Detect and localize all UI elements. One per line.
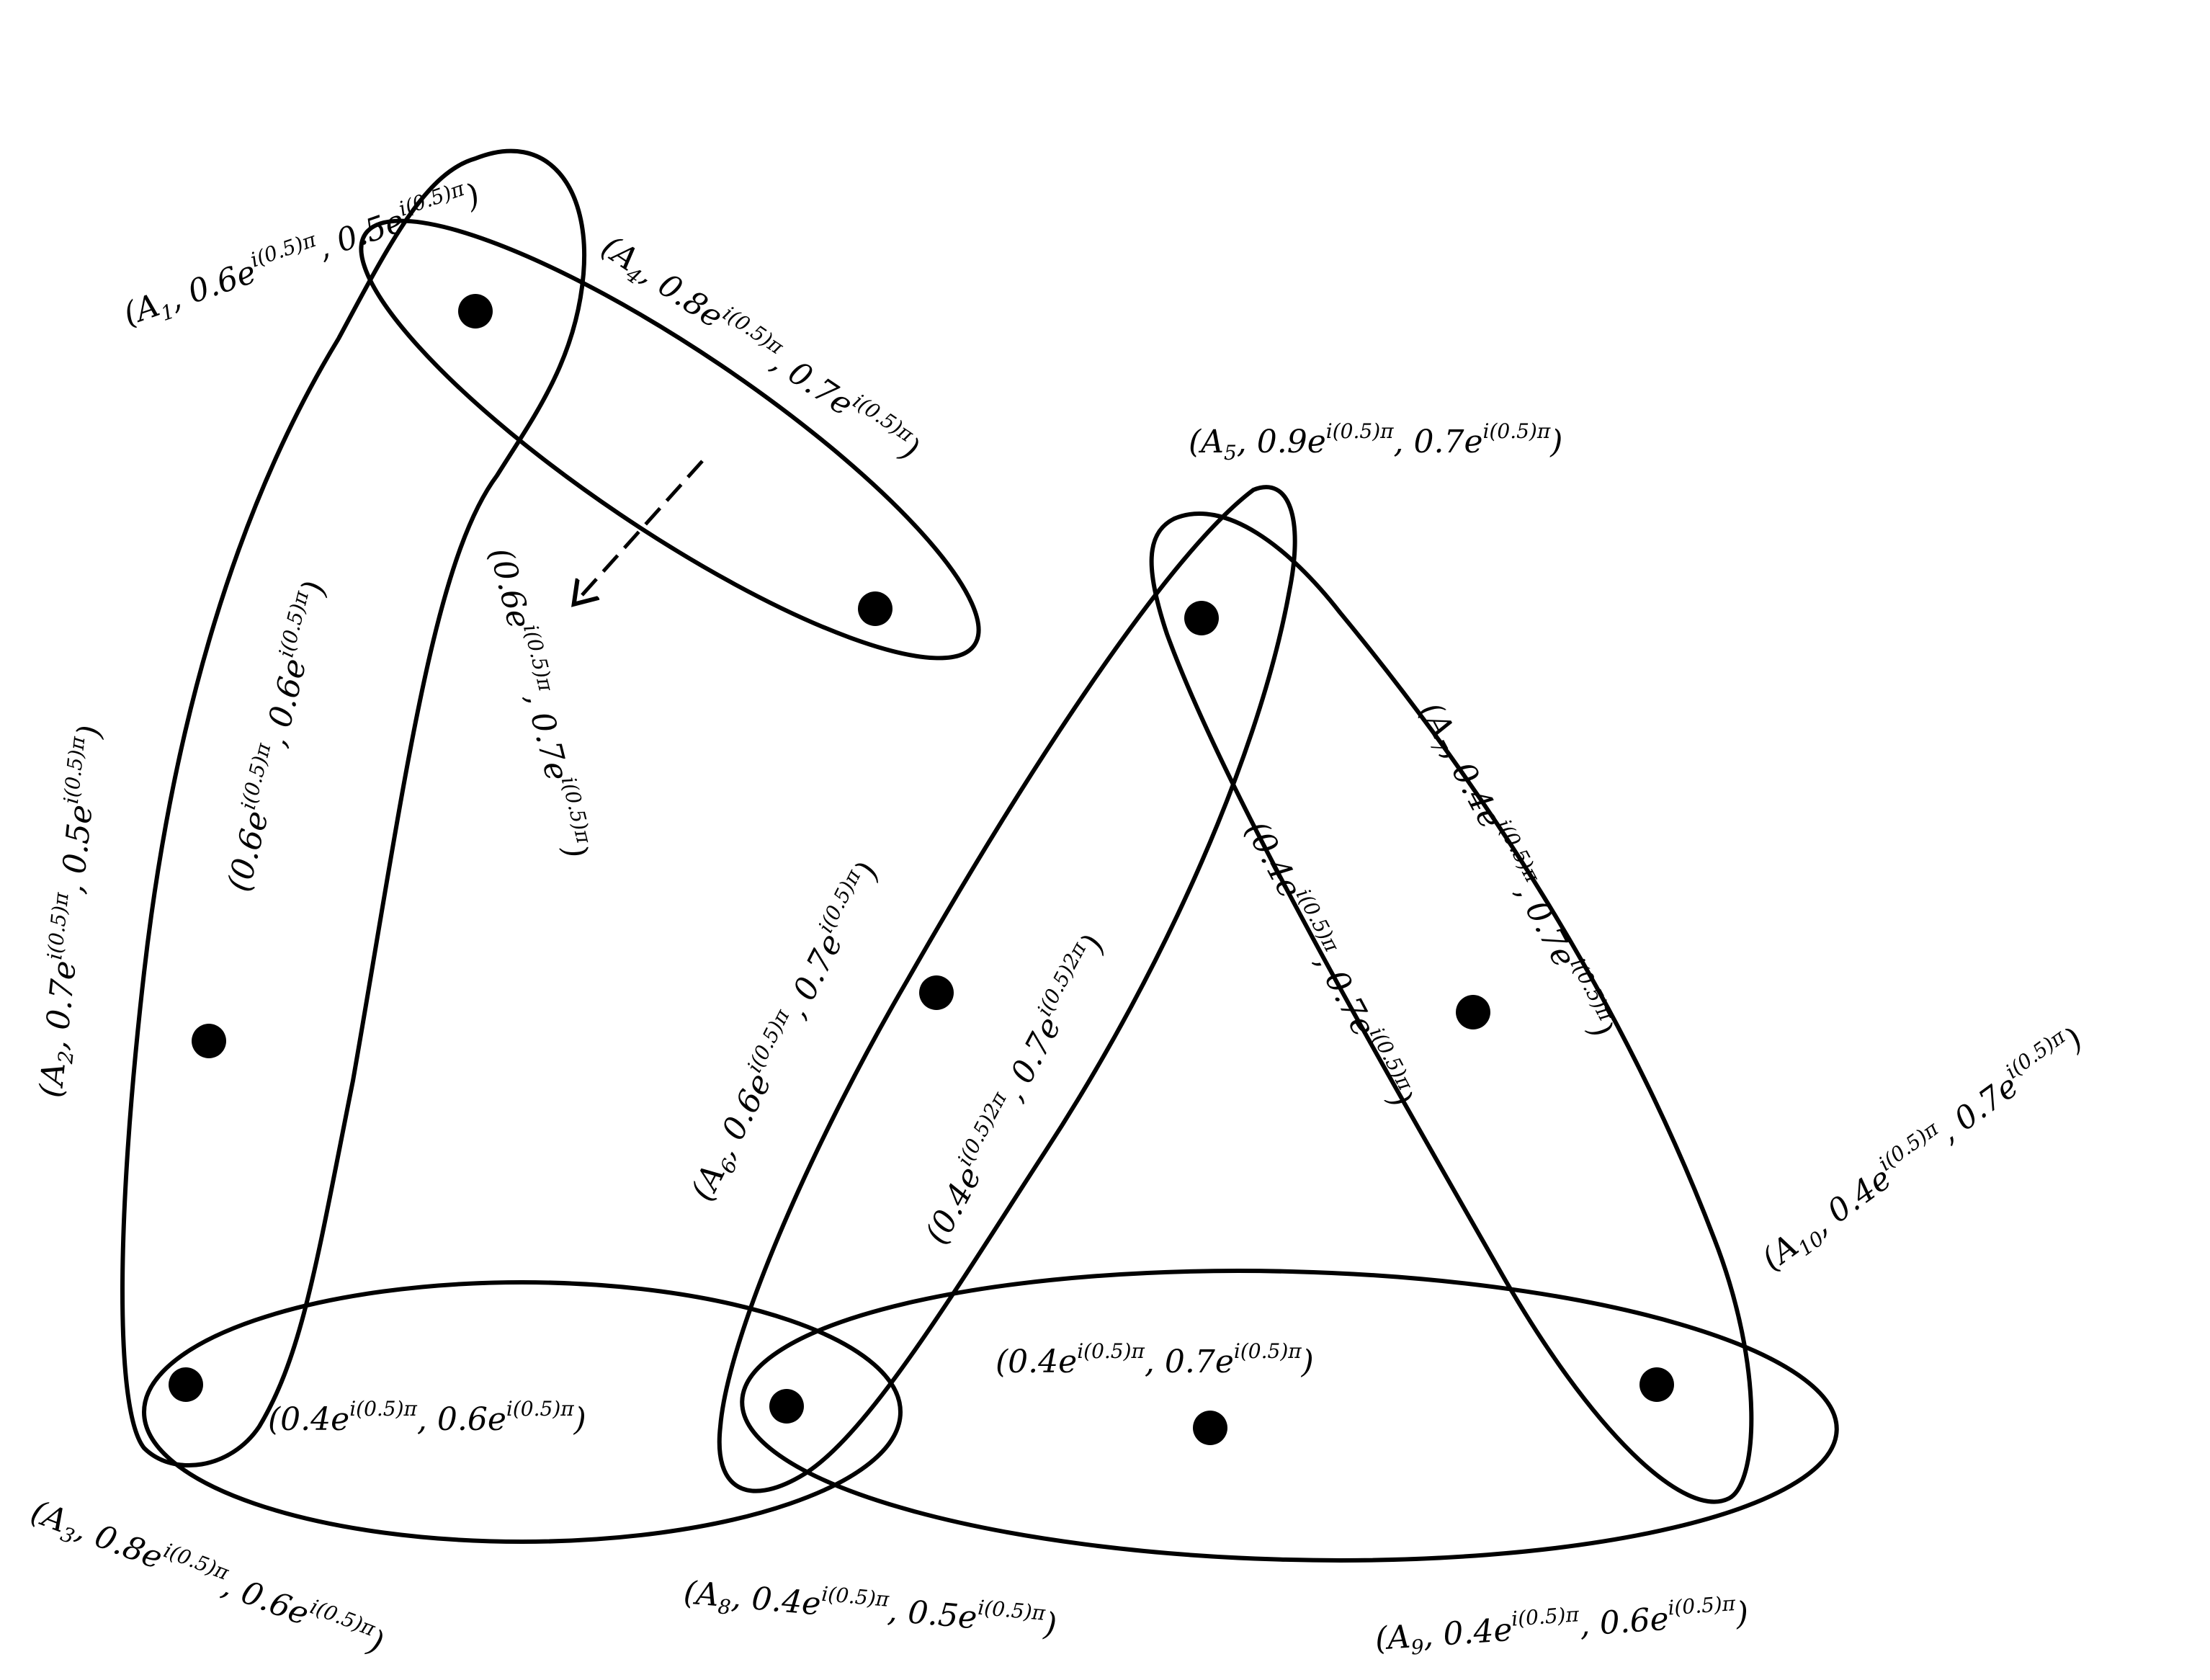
vertex-a9	[1193, 1411, 1227, 1445]
label-a3: (A3, 0.8ei(0.5)π, 0.6ei(0.5)π)	[24, 1489, 390, 1666]
label-a1: (A1, 0.6ei(0.5)π, 0.5ei(0.5)π)	[117, 172, 486, 337]
dashed-arrow	[576, 460, 704, 602]
vertex-labels: (A1, 0.6ei(0.5)π, 0.5ei(0.5)π) (A4, 0.8e…	[24, 172, 2093, 1666]
label-a10: (A10, 0.4ei(0.5)π, 0.7ei(0.5)π)	[1753, 1017, 2093, 1282]
vertex-a5	[1184, 601, 1219, 635]
label-edge-a8-a9-a10: (0.4ei(0.5)π, 0.7ei(0.5)π)	[996, 1339, 1314, 1380]
label-edge-a1-a4: (0.6ei(0.5)π, 0.7ei(0.5)π)	[482, 543, 599, 862]
vertex-a7	[1456, 995, 1490, 1029]
label-edge-a1-a2-a3: (0.6ei(0.5)π, 0.6ei(0.5)π)	[216, 576, 333, 895]
vertex-a4	[858, 591, 892, 626]
label-edge-a5-a7-a10: (0.4ei(0.5)π, 0.7ei(0.5)π)	[1238, 813, 1423, 1113]
label-a8: (A8, 0.4ei(0.5)π, 0.5ei(0.5)π)	[682, 1570, 1059, 1648]
vertices	[169, 294, 1674, 1445]
label-a4: (A4, 0.8ei(0.5)π, 0.7ei(0.5)π)	[592, 225, 928, 472]
label-a2: (A2, 0.7ei(0.5)π, 0.5ei(0.5)π)	[28, 723, 112, 1100]
vertex-a2	[192, 1024, 226, 1058]
vertex-a3	[169, 1367, 203, 1402]
label-a9: (A9, 0.4ei(0.5)π, 0.6ei(0.5)π)	[1374, 1591, 1750, 1662]
vertex-a1	[458, 294, 493, 329]
edge-a5-a7-a10	[1149, 511, 1754, 1504]
edge-a8-a9-a10	[740, 1269, 1839, 1563]
edge-a1-a2-a3	[120, 148, 587, 1467]
hyperedges	[120, 148, 1839, 1563]
edge-a3-a8	[142, 1280, 903, 1544]
label-a6: (A6, 0.6ei(0.5)π, 0.7ei(0.5)π)	[680, 854, 890, 1208]
vertex-a10	[1639, 1367, 1674, 1402]
label-a5: (A5, 0.9ei(0.5)π, 0.7ei(0.5)π)	[1189, 419, 1562, 465]
vertex-a8	[769, 1389, 804, 1424]
edge-a1-a4	[359, 218, 981, 661]
label-edge-a3-a8: (0.4ei(0.5)π, 0.6ei(0.5)π)	[268, 1397, 586, 1438]
edge-a5-a6-a8	[717, 485, 1297, 1493]
vertex-a6	[919, 975, 954, 1010]
label-a7: (A7, 0.4ei(0.5)π, 0.7ei(0.5)π)	[1408, 694, 1624, 1045]
